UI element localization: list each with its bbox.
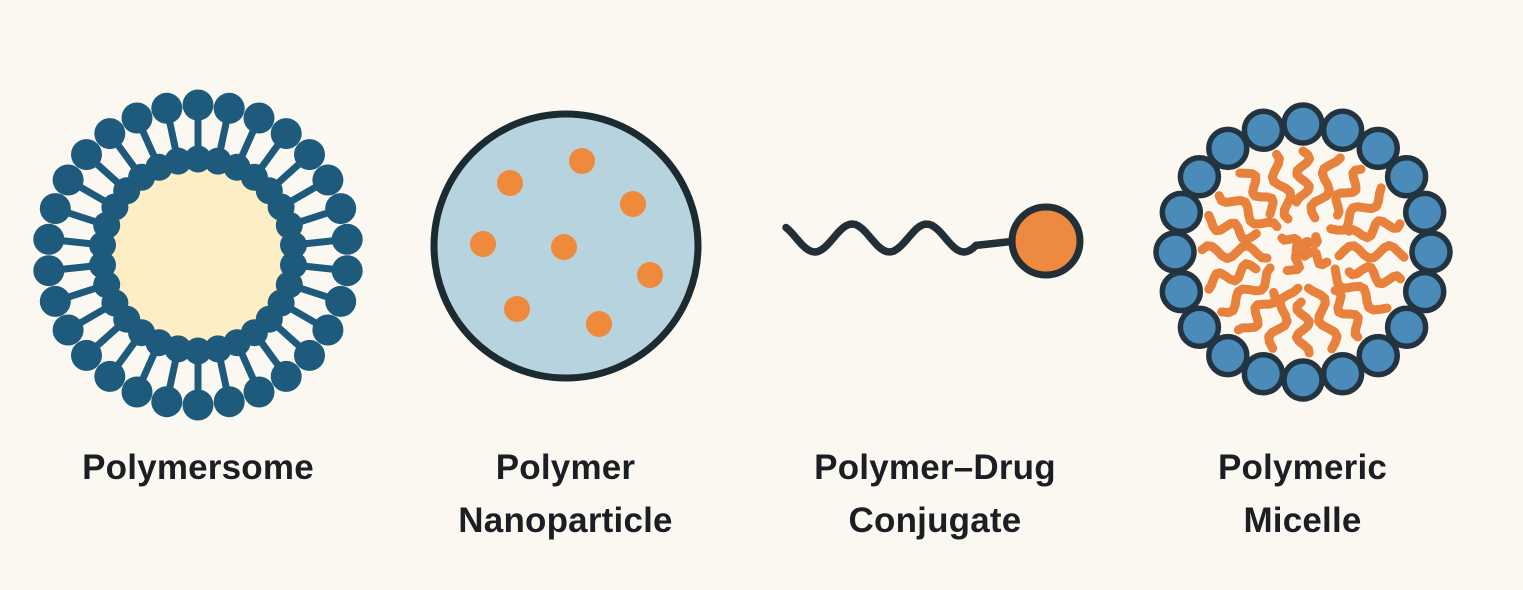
panel-polymer-drug-conjugate: Polymer–Drug Conjugate xyxy=(755,0,1115,590)
label-line: Polymer xyxy=(495,448,636,487)
label-line: Polymer–Drug xyxy=(814,448,1056,487)
label-line: Micelle xyxy=(1243,501,1362,540)
panel-polymeric-micelle: Polymeric Micelle xyxy=(1120,0,1485,590)
polymer-nanoparticle-diagram xyxy=(430,110,701,382)
panel-polymer-nanoparticle: Polymer Nanoparticle xyxy=(383,0,748,590)
panel-polymersome: Polymersome xyxy=(13,0,383,590)
label-line: Polymeric xyxy=(1217,448,1388,487)
polymer-nanoparticle-label: Polymer Nanoparticle xyxy=(383,441,748,547)
polymer-drug-conjugate-label: Polymer–Drug Conjugate xyxy=(755,441,1115,547)
polymeric-micelle-diagram xyxy=(1152,102,1453,402)
polymersome-diagram xyxy=(33,89,363,421)
label-line: Conjugate xyxy=(848,501,1022,540)
label-line: Nanoparticle xyxy=(458,501,673,540)
label-line: Polymersome xyxy=(82,448,314,487)
polymeric-micelle-label: Polymeric Micelle xyxy=(1120,441,1485,547)
polymer-drug-conjugate-diagram xyxy=(782,203,1084,279)
polymersome-label: Polymersome xyxy=(13,441,383,494)
